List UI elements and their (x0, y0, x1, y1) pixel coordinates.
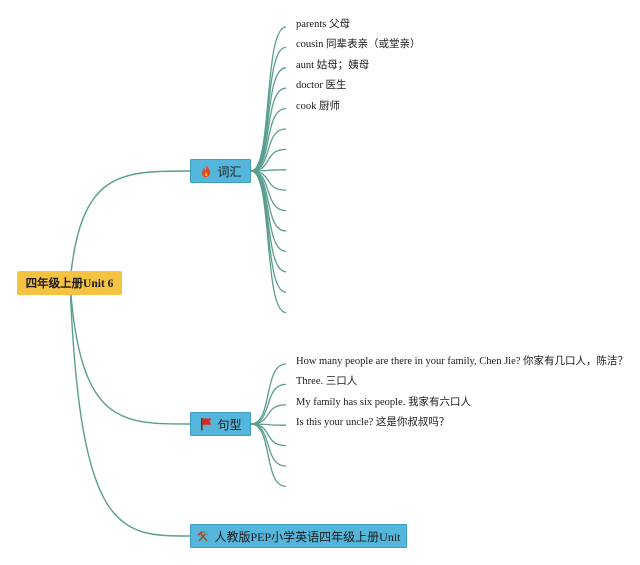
root-to-sentences-line (69, 282, 191, 425)
sentences-leaf-line (250, 363, 287, 425)
root-to-book-line (69, 282, 191, 537)
vocab-leaf-item[interactable]: cousin 同辈表亲（或堂亲） (296, 39, 421, 51)
vocab-leaf-item[interactable]: aunt 姑母；姨母 (296, 59, 370, 71)
sentences-leaf-line (250, 404, 287, 425)
sentences-leaf-item[interactable]: Three. 三口人 (296, 376, 358, 388)
branch-book-title[interactable]: 人教版PEP小学英语四年级上册Unit (190, 524, 407, 548)
hammer-pick-icon (196, 529, 210, 543)
vocab-leaf-line (250, 67, 287, 172)
vocab-leaf-line (250, 46, 287, 172)
branch-vocabulary-label: 词汇 (217, 164, 242, 179)
branch-sentences[interactable]: 句型 (190, 412, 251, 436)
vocab-leaf-line (250, 87, 287, 172)
sentences-leaf-item[interactable]: My family has six people. 我家有六口人 (296, 396, 471, 408)
vocab-leaf-line (250, 170, 287, 273)
sentences-leaf-item[interactable]: How many people are there in your family… (296, 356, 629, 367)
vocab-leaf-item[interactable]: cook 厨师 (296, 100, 341, 112)
branch-book-title-label: 人教版PEP小学英语四年级上册Unit (214, 529, 401, 544)
branch-vocabulary[interactable]: 词汇 (190, 159, 251, 183)
vocab-leaf-item[interactable]: parents 父母 (296, 19, 350, 30)
vocab-leaf-line (250, 170, 287, 314)
fire-icon (199, 164, 213, 178)
sentences-leaf-item[interactable]: Is this your uncle? 这是你叔叔吗？ (296, 417, 450, 429)
flag-icon (199, 417, 213, 431)
root-label: 四年级上册Unit 6 (25, 278, 114, 290)
branch-sentences-label: 句型 (217, 417, 242, 432)
sentences-leaf-line (250, 423, 287, 488)
root-node[interactable]: 四年级上册Unit 6 (17, 271, 122, 295)
vocab-leaf-line (250, 107, 287, 172)
sentences-leaf-line (250, 423, 287, 447)
root-to-vocabulary-line (69, 170, 191, 284)
vocab-leaf-item[interactable]: doctor 医生 (296, 80, 347, 92)
